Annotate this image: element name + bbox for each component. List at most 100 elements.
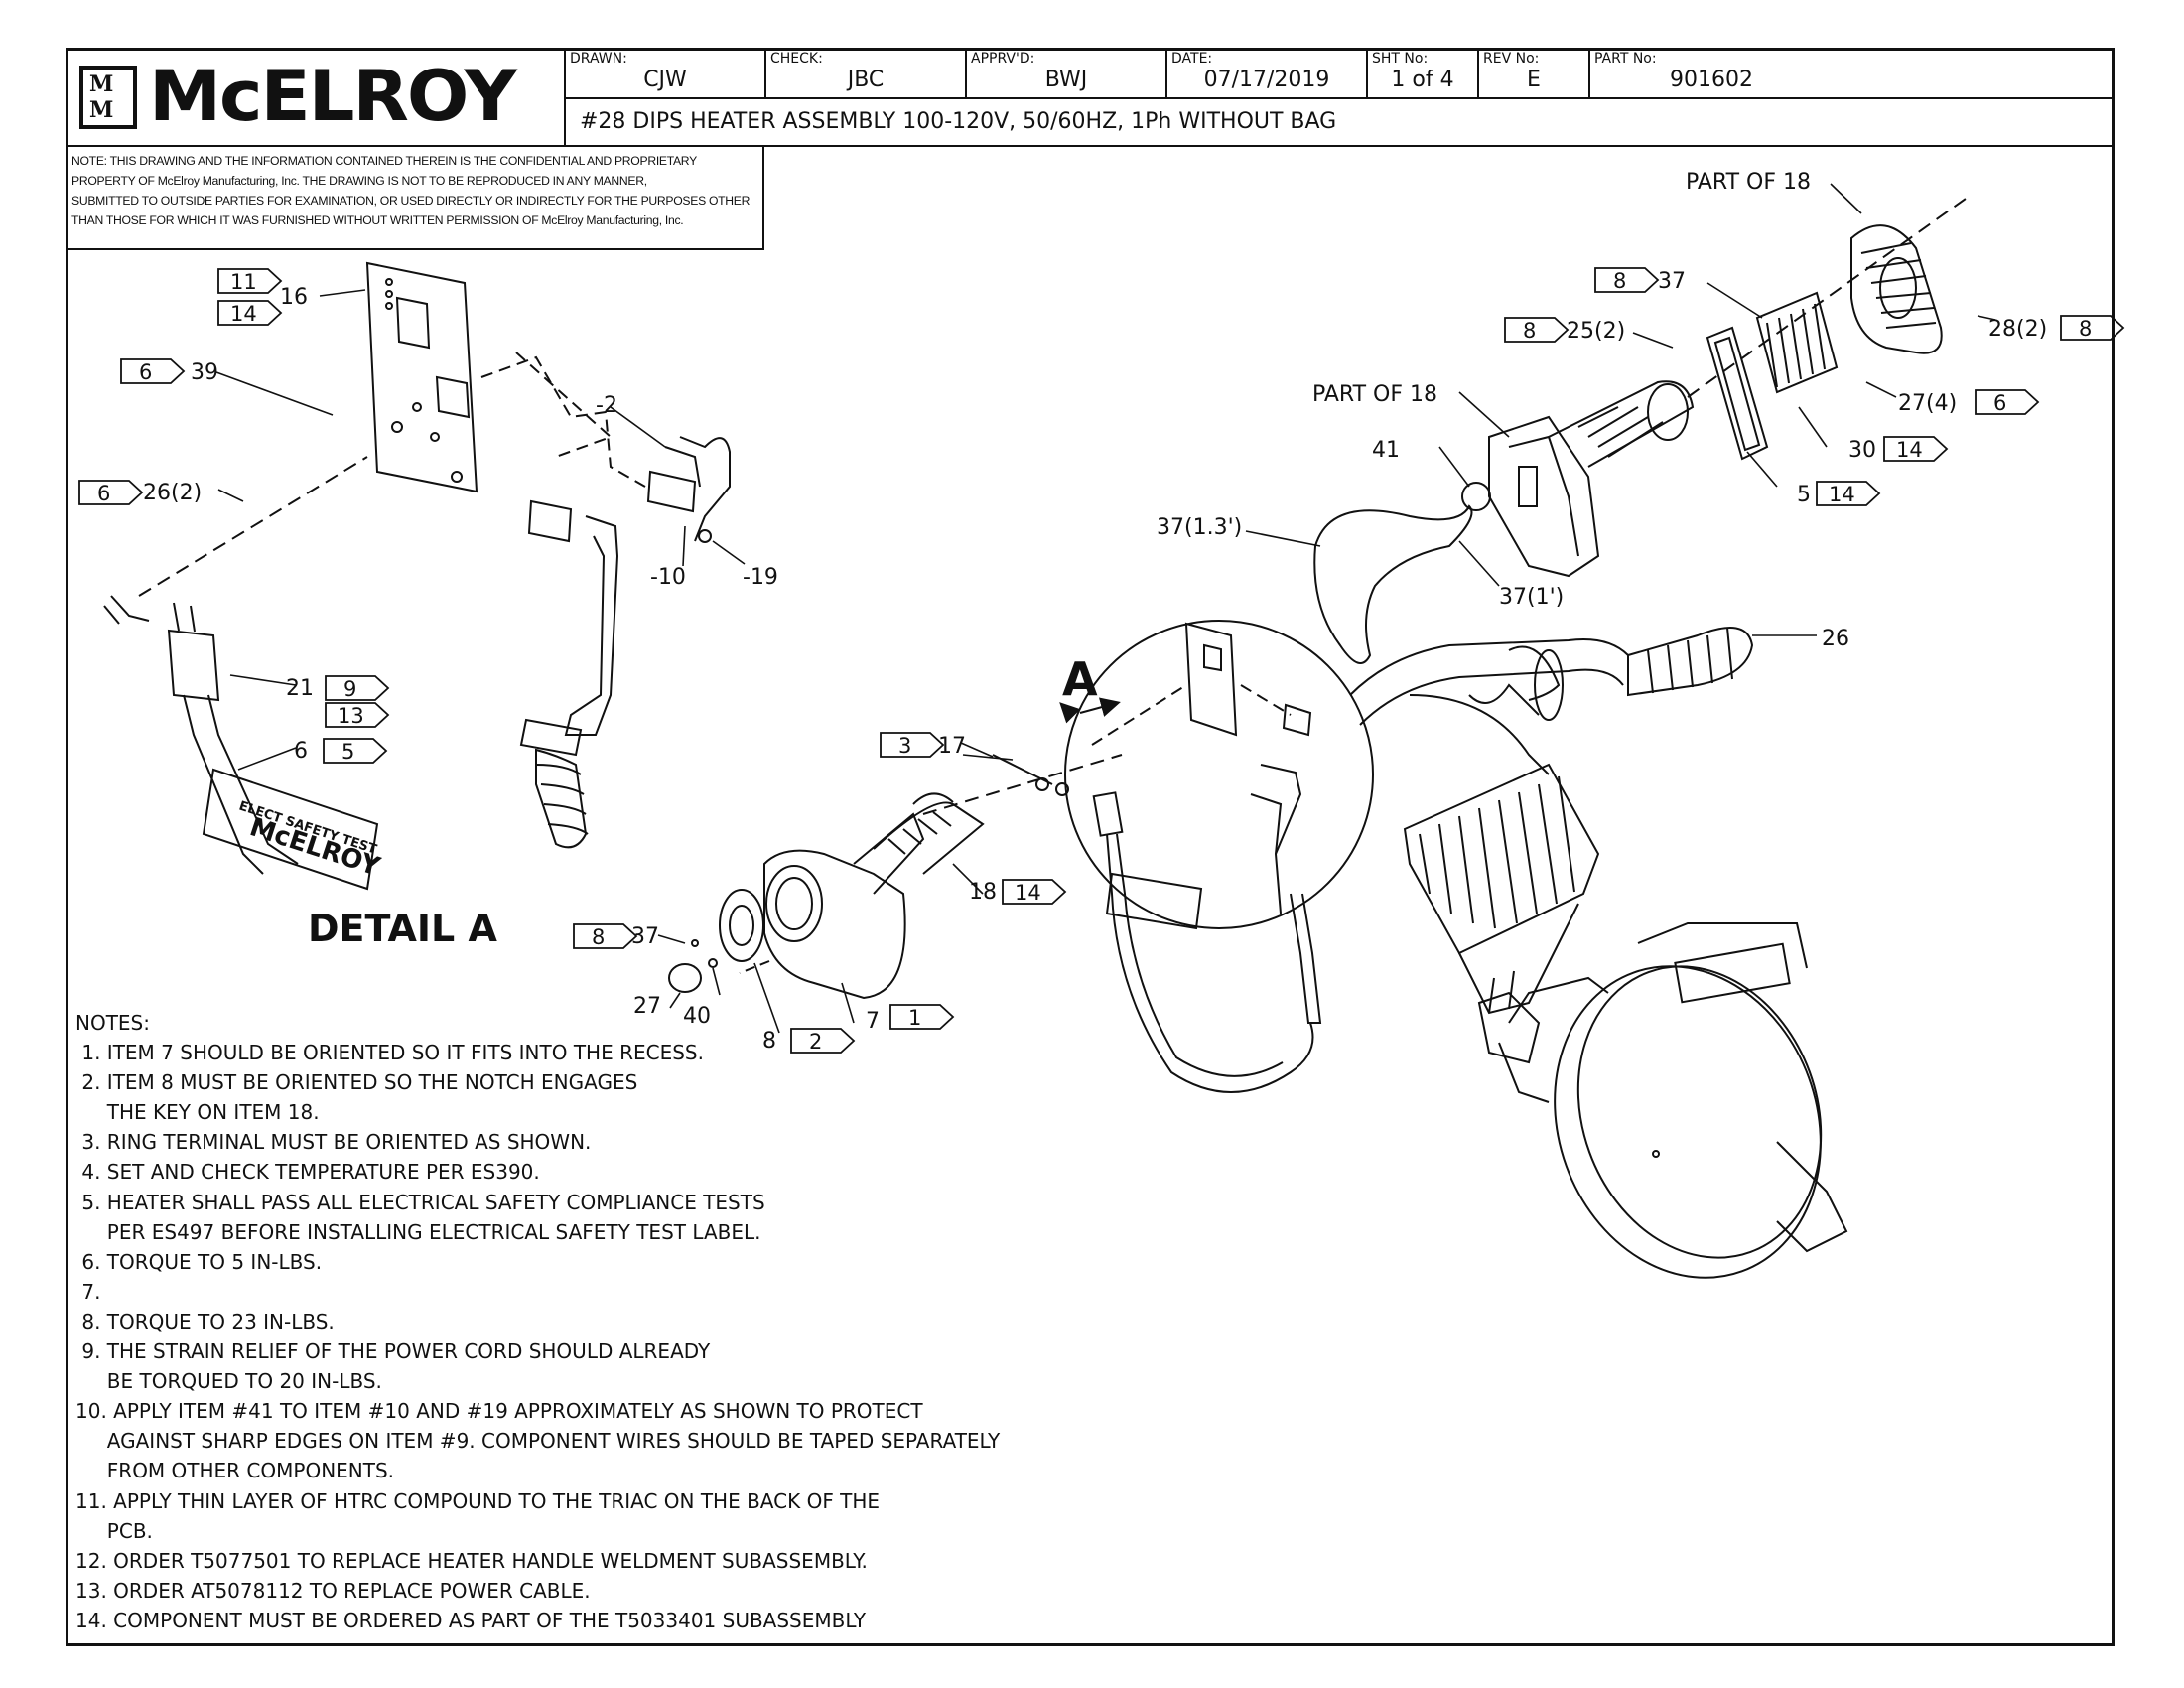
note-line: AGAINST SHARP EDGES ON ITEM #9. COMPONEN… [75, 1429, 1001, 1454]
plug-21 [103, 595, 299, 875]
note-line: 4. SET AND CHECK TEMPERATURE PER ES390. [75, 1160, 540, 1185]
note-line: THE KEY ON ITEM 18. [75, 1100, 320, 1125]
svg-text:8: 8 [592, 925, 605, 949]
callout-6: 6 [294, 739, 308, 764]
logo-text: McELROY [149, 56, 517, 137]
svg-text:6: 6 [139, 360, 152, 384]
note-line: 11. APPLY THIN LAYER OF HTRC COMPOUND TO… [75, 1488, 881, 1513]
handle-18 [763, 792, 985, 1000]
detail-a-pcb [1184, 622, 1312, 914]
tb-date-value: 07/17/2019 [1203, 68, 1330, 92]
proprietary-line: NOTE: THIS DRAWING AND THE INFORMATION C… [71, 154, 697, 168]
callout-dash-10: -10 [650, 565, 686, 590]
callout-28: 28(2) [1988, 317, 2047, 342]
svg-text:8: 8 [1523, 319, 1536, 343]
notes-heading: NOTES: [75, 1011, 150, 1035]
tb-rev-label: REV No: [1483, 51, 1540, 67]
detail-letter: A [1062, 652, 1098, 706]
note-line: 8. TORQUE TO 23 IN-LBS. [75, 1309, 335, 1334]
pcb-board-30 [1755, 291, 1839, 394]
note-flag: 8 [573, 923, 638, 949]
note-flag: 11 [217, 268, 283, 294]
callout-39: 39 [191, 360, 218, 385]
callout-25: 25(2) [1567, 319, 1625, 344]
callout-41: 41 [1372, 438, 1400, 463]
callout-8: 8 [762, 1029, 776, 1054]
callout-7: 7 [866, 1009, 880, 1034]
proprietary-line: SUBMITTED TO OUTSIDE PARTIES FOR EXAMINA… [71, 194, 751, 208]
proprietary-line: THAN THOSE FOR WHICH IT WAS FURNISHED WI… [71, 213, 684, 227]
tb-drawn: DRAWN: CJW [566, 48, 766, 99]
tb-sheet-label: SHT No: [1372, 51, 1429, 67]
proprietary-line: PROPERTY OF McElroy Manufacturing, Inc. … [71, 174, 647, 188]
note-flag: 1 [889, 1004, 955, 1030]
note-line: PER ES497 BEFORE INSTALLING ELECTRICAL S… [75, 1219, 761, 1244]
note-flag: 13 [325, 702, 390, 728]
tb-drawn-label: DRAWN: [570, 51, 627, 67]
callout-16: 16 [280, 285, 308, 310]
callout-21: 21 [286, 676, 314, 701]
tb-apprvd: APPRV'D: BWJ [967, 48, 1167, 99]
svg-text:14: 14 [1015, 881, 1041, 905]
tb-check: CHECK: JBC [766, 48, 967, 99]
tb-part-value: 901602 [1670, 68, 1753, 92]
note-flag: 2 [790, 1028, 856, 1054]
note-flag: 14 [1002, 879, 1067, 905]
note-line: 9. THE STRAIN RELIEF OF THE POWER CORD S… [75, 1339, 711, 1364]
callout-18: 18 [969, 880, 997, 905]
tb-sheet-value: 1 of 4 [1391, 68, 1454, 92]
hand-grip [1627, 627, 1754, 697]
callout-37-1: 37(1') [1499, 585, 1564, 610]
note-line: 13. ORDER AT5078112 TO REPLACE POWER CAB… [75, 1578, 591, 1603]
note-flag: 8 [2060, 315, 2125, 341]
logo-mark: M M [79, 66, 137, 129]
svg-text:8: 8 [2079, 317, 2092, 341]
svg-text:13: 13 [338, 704, 364, 728]
safety-label-strip [1105, 872, 1203, 930]
connectors-10-19 [646, 436, 731, 543]
callout-dash-19: -19 [743, 565, 778, 590]
tb-part: PART No: 901602 [1590, 48, 2115, 99]
note-flag: 6 [120, 358, 186, 384]
note-flag: 14 [1883, 436, 1949, 462]
note-flag: 14 [217, 300, 283, 326]
callout-37-13: 37(1.3') [1157, 515, 1242, 540]
thermocouple-connector [519, 499, 619, 849]
tb-apprvd-label: APPRV'D: [971, 51, 1035, 67]
svg-text:14: 14 [230, 302, 257, 326]
svg-text:1: 1 [908, 1006, 921, 1030]
wire-loop-37 [1313, 504, 1473, 664]
svg-text:6: 6 [97, 482, 110, 505]
note-flag: 8 [1594, 267, 1660, 293]
heater-tube [1349, 638, 1629, 775]
note-flag: 14 [1816, 481, 1881, 506]
drawing-title-row: #28 DIPS HEATER ASSEMBLY 100-120V, 50/60… [566, 99, 2115, 147]
callout-27-bottom: 27 [633, 994, 661, 1019]
callout-dash-2: -2 [596, 393, 617, 418]
tb-rev: REV No: E [1479, 48, 1590, 99]
callout-part-of-18-b: PART OF 18 [1312, 382, 1437, 407]
end-cap-plate [1850, 224, 1943, 354]
svg-text:6: 6 [1993, 391, 2006, 415]
company-logo: M M McELROY [66, 48, 566, 147]
drawing-frame [66, 48, 2115, 1646]
callout-26: 26 [1822, 627, 1849, 651]
cap-parts [668, 889, 764, 993]
callout-30: 30 [1848, 438, 1876, 463]
leader-lines [215, 183, 1996, 1034]
svg-text:2: 2 [809, 1030, 822, 1054]
note-line: 14. COMPONENT MUST BE ORDERED AS PART OF… [75, 1608, 867, 1632]
detail-arrow [1079, 697, 1121, 717]
tb-check-label: CHECK: [770, 51, 823, 67]
note-line: 12. ORDER T5077501 TO REPLACE HEATER HAN… [75, 1548, 868, 1573]
callout-27: 27(4) [1898, 391, 1957, 416]
tb-sheet: SHT No: 1 of 4 [1368, 48, 1479, 99]
proprietary-note: NOTE: THIS DRAWING AND THE INFORMATION C… [66, 147, 764, 250]
note-line: 5. HEATER SHALL PASS ALL ELECTRICAL SAFE… [75, 1190, 765, 1214]
note-line: 1. ITEM 7 SHOULD BE ORIENTED SO IT FITS … [75, 1041, 704, 1065]
tb-apprvd-value: BWJ [1044, 68, 1088, 92]
tb-drawn-value: CJW [643, 68, 687, 92]
note-line: 7. [75, 1279, 101, 1304]
callout-37: 37 [1658, 269, 1686, 294]
